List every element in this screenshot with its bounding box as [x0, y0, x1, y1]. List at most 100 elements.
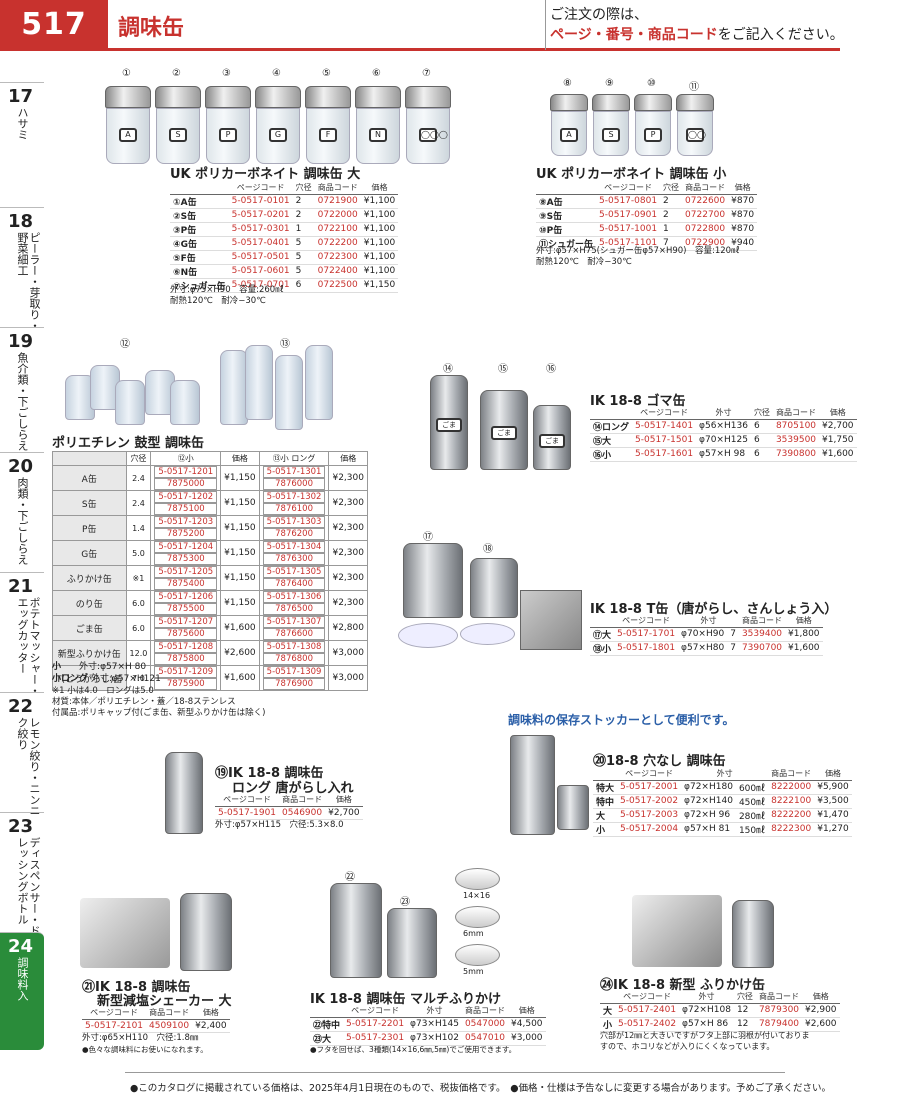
table-cell: ¥1,150 — [220, 490, 260, 516]
jar-cap — [155, 86, 201, 108]
table-cell: ¥1,600 — [220, 665, 260, 691]
table-cell: 新型ふりかけ缶 — [52, 640, 127, 666]
table-cell: 5-0517-0901 — [596, 208, 661, 223]
table-cell: ¥940 — [728, 236, 758, 251]
table-cell: ¥2,300 — [328, 465, 368, 491]
table-header: 商品コード — [738, 614, 786, 628]
table-cell: 150㎖ — [735, 822, 769, 837]
table-cell: 7875000 — [154, 478, 218, 490]
table-cell: ①A缶 — [170, 194, 229, 209]
table-cell: 5-0517-0301 — [228, 222, 293, 237]
table-cell: 7876800 — [262, 653, 326, 665]
table-header: 価格 — [328, 451, 368, 466]
table-header-row: ページコード穴径商品コード価格 — [536, 181, 758, 195]
notice-tail: をご記入ください。 — [717, 27, 844, 43]
table-cell: 大 — [600, 1003, 616, 1018]
table-cell: 7876100 — [262, 503, 326, 515]
table-cell: 12.0 — [125, 640, 152, 666]
item-number: ④ — [272, 68, 281, 79]
poly-n1b: 外寸:φ57×H 80 — [79, 662, 147, 672]
table-header: 商品コード — [279, 793, 326, 807]
uk-large-note2: 耐熱120℃ 耐冷−30℃ — [170, 296, 266, 306]
table-cell: 5-0517-2301 — [343, 1031, 408, 1046]
item-number: ⑤ — [322, 68, 331, 79]
item-number: ② — [172, 68, 181, 79]
table-cell: φ72×H180 — [681, 780, 736, 795]
jar-cap — [105, 86, 151, 108]
table-header: 商品コード — [146, 1006, 193, 1020]
table-header: 価格 — [220, 451, 260, 466]
table-cell: 6 — [750, 433, 773, 448]
table-cell: ¥1,150 — [220, 590, 260, 616]
table-cell: 7 — [660, 236, 683, 251]
category-title: 調味缶 — [118, 16, 185, 41]
table-cell: 5-0517-1205 — [154, 566, 218, 578]
long19-title1: IK 18-8 調味缶 — [228, 766, 324, 781]
goma-can: ごま — [533, 405, 571, 470]
table-header: ページコード — [82, 1006, 147, 1020]
table-cell: ⑤F缶 — [170, 250, 229, 265]
item-number: ⑥ — [372, 68, 381, 79]
stocker-note: 調味料の保存ストッカーとして便利です。 — [508, 713, 735, 727]
table-cell: 5-0517-0501 — [228, 250, 293, 265]
num-17: ⑰ — [423, 532, 433, 543]
jar-label: ◯◯ — [686, 127, 706, 142]
table-cell: φ57×H80 — [678, 641, 728, 656]
jar-label: A — [119, 128, 137, 143]
table-cell: ⑦シュガー缶 — [170, 278, 229, 293]
jar-label: ◯◯◯ — [419, 128, 448, 143]
table-cell: 5-0517-2004 — [617, 822, 682, 837]
jar-cap — [550, 94, 588, 112]
table-cell: 5-0517-0601 — [228, 264, 293, 279]
table-header: 外寸 — [407, 1004, 462, 1018]
table-cell: ¥5,900 — [814, 780, 852, 795]
table-cell: ¥4,500 — [508, 1017, 546, 1032]
table-cell: ¥1,100 — [360, 264, 399, 279]
table-cell: ¥1,800 — [785, 627, 823, 642]
table-cell: ¥1,150 — [360, 278, 399, 293]
jar-cap — [305, 86, 351, 108]
uk-small-title: UK ポリカーボネイト 調味缶 小 — [536, 167, 727, 182]
table-cell: ¥3,000 — [328, 640, 368, 666]
table-header-row: ページコード外寸穴径商品コード価格 — [590, 406, 857, 420]
table-cell: 6 — [750, 419, 773, 434]
table-cell: P缶 — [52, 515, 127, 541]
poly-n2a: 小ロング — [52, 674, 89, 684]
table-cell: ¥3,000 — [508, 1031, 546, 1046]
table-header: ページコード — [632, 406, 697, 420]
table-header: 商品コード — [772, 406, 820, 420]
table-cell: 7879400 — [755, 1017, 803, 1032]
poly-n3: ※1 小は4.0 ロングは5.0 — [52, 686, 154, 696]
table-cell: 大 — [593, 808, 618, 823]
table-header: 外寸 — [679, 990, 734, 1004]
table-cell: ③P缶 — [170, 222, 229, 237]
table-header: 価格 — [192, 1006, 230, 1020]
table-cell: 7.0 — [125, 665, 152, 691]
jar-label: A — [560, 127, 578, 142]
long19-title2: ロング 唐がらし入れ — [232, 781, 354, 796]
uk-large-note1: 外寸:φ75×H90 容量:260㎖ — [170, 285, 284, 295]
table-cell: 0547000 — [461, 1017, 509, 1032]
jar-label: P — [219, 128, 237, 143]
num-23: ㉓ — [400, 897, 410, 908]
